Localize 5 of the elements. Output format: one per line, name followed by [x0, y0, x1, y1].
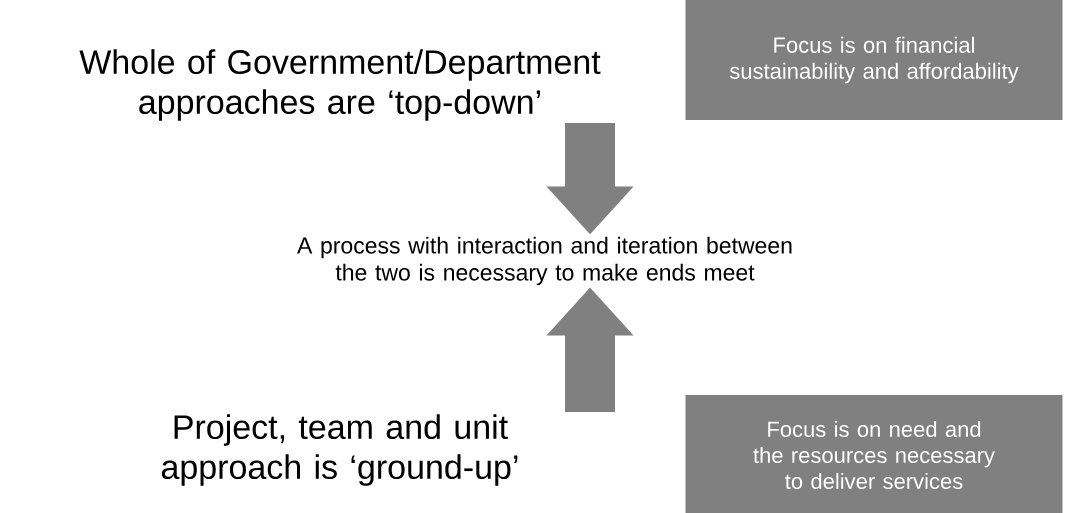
focus-box: Focus is on financial sustainability and affordability: [685, 0, 1063, 120]
heading-text: Project, team and unit approach is ‘ground-up’: [161, 414, 518, 486]
focus-box: Focus is on need and the resources necessary to deliver services: [685, 395, 1063, 513]
statement-text: A process with interaction and iteration between the two is necessary to make ends meet: [297, 236, 792, 286]
heading-text: Whole of Government/Department approaches are ‘top-down’: [79, 49, 601, 121]
